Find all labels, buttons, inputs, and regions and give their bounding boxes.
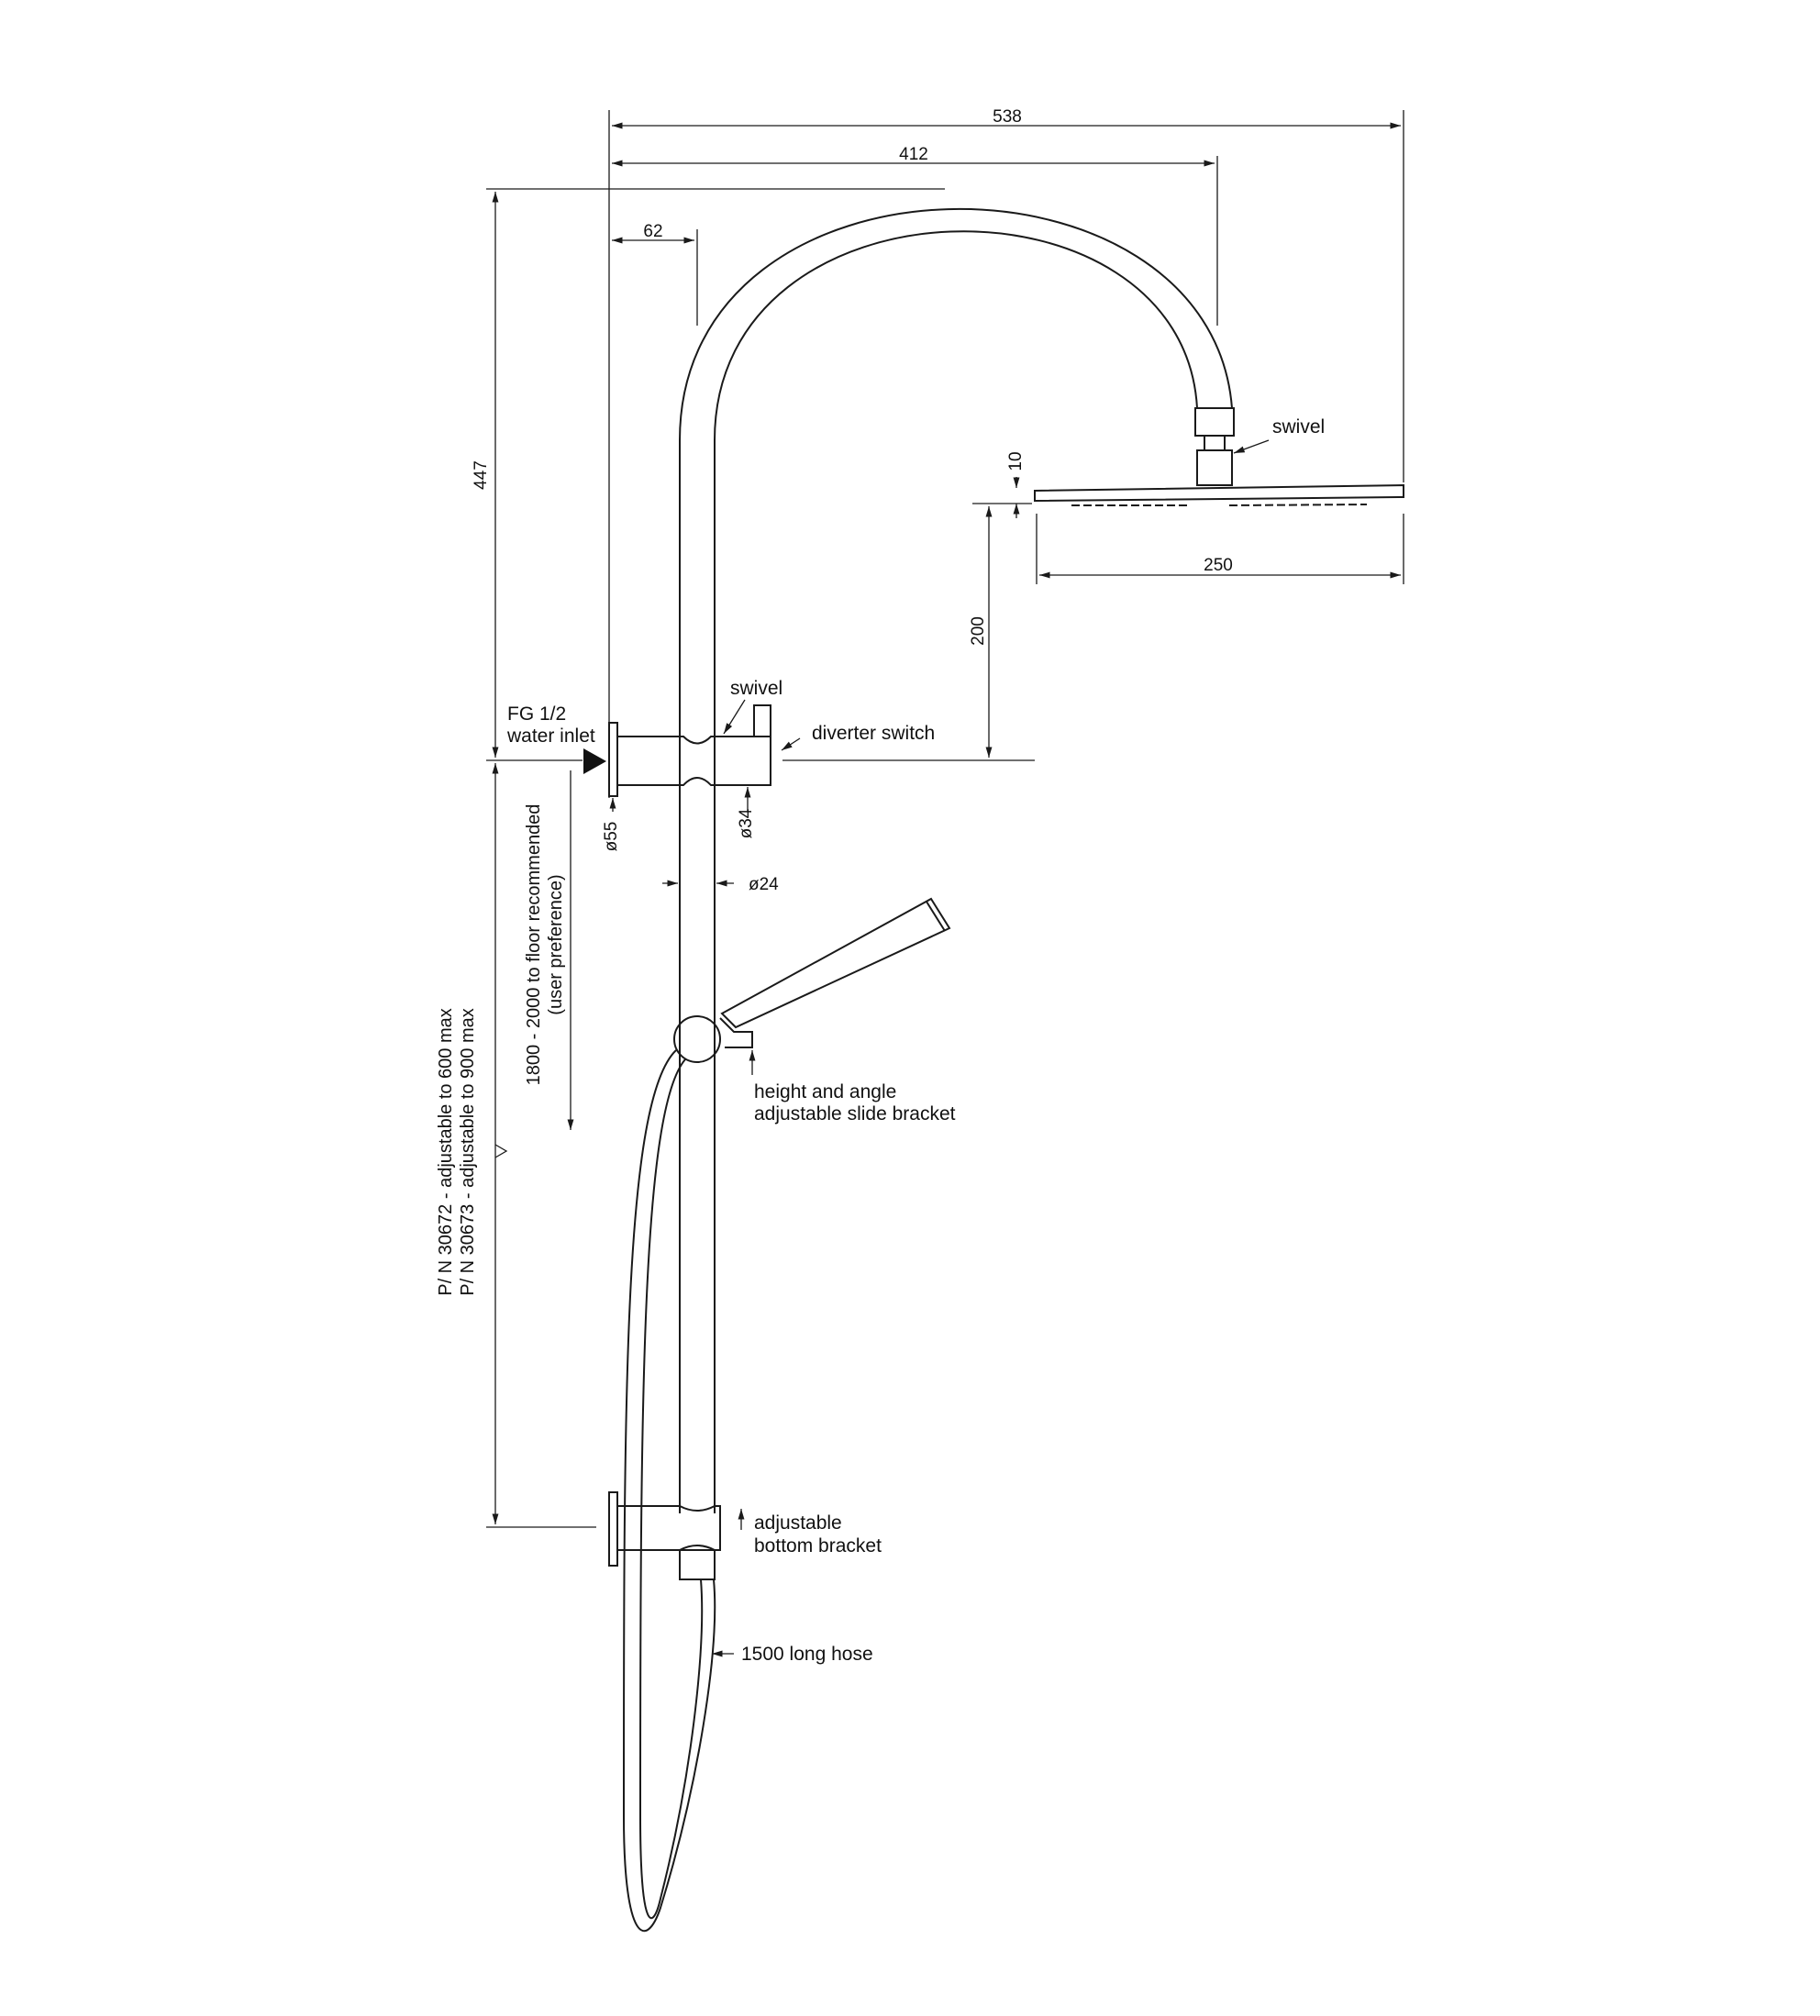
rail-end-cap <box>679 1549 716 1580</box>
head-mount-block <box>1196 449 1233 486</box>
vertical-notes: 1800 - 2000 to floor recommended (user p… <box>436 804 566 1296</box>
label-slide-line2: adjustable slide bracket <box>754 1103 956 1124</box>
dim-inlet-diameter: ø55 <box>602 822 621 852</box>
gooseneck-arm-outer <box>679 207 1233 1036</box>
bottom-bracket-body <box>616 1505 721 1551</box>
label-hose: 1500 long hose <box>741 1644 873 1665</box>
note-floor-line2: (user preference) <box>546 874 566 1014</box>
gooseneck-arm-inner <box>714 230 1198 1036</box>
dim-diverter-diameter: ø34 <box>737 808 756 838</box>
label-slide-line1: height and angle <box>754 1081 896 1102</box>
shower-assembly <box>608 207 1404 1933</box>
dim-head-width: 250 <box>1204 556 1233 575</box>
shower-head-plate <box>1034 483 1404 503</box>
note-pn-line1: P/ N 30672 - adjustable to 600 max <box>436 1008 456 1296</box>
label-bottom-line2: bottom bracket <box>754 1535 882 1556</box>
handshower <box>720 897 951 1029</box>
label-inlet-line1: FG 1/2 <box>507 703 566 725</box>
shower-head-nozzles <box>1071 504 1368 506</box>
slide-bracket-arm <box>719 1017 753 1048</box>
slide-bracket-ring <box>673 1015 721 1063</box>
water-inlet-arrow-icon <box>583 748 606 774</box>
hose-inner <box>638 1058 704 1920</box>
label-bottom-line1: adjustable <box>754 1512 842 1534</box>
note-pn-line2: P/ N 30673 - adjustable to 900 max <box>458 1008 478 1296</box>
label-inlet-line2: water inlet <box>506 726 595 747</box>
dim-head-thickness: 10 <box>1006 451 1026 471</box>
dim-overall-height: 447 <box>472 460 491 490</box>
label-leaders <box>712 439 1270 1657</box>
dim-arm-reach: 412 <box>899 145 928 164</box>
dim-arm-offset: 62 <box>643 222 662 241</box>
arm-end-collar <box>1194 407 1235 437</box>
head-swivel-joint <box>1204 435 1226 451</box>
hose-outer <box>622 1049 716 1933</box>
callout-labels: swivel swivel FG 1/2 water inlet diverte… <box>506 416 1325 1665</box>
diverter-body <box>616 736 771 786</box>
diverter-knob <box>753 704 771 737</box>
bottom-wall-flange <box>608 1491 618 1567</box>
inlet-wall-flange <box>608 722 618 797</box>
dim-head-drop: 200 <box>969 616 988 646</box>
dim-overall-width: 538 <box>993 107 1022 127</box>
dimension-lines <box>486 110 1404 1528</box>
label-diverter-switch: diverter switch <box>812 723 935 744</box>
dimension-values: 538 412 62 447 10 200 250 ø55 ø34 ø24 <box>472 107 1233 894</box>
label-swivel-top: swivel <box>1272 416 1325 438</box>
note-floor-line1: 1800 - 2000 to floor recommended <box>524 804 544 1086</box>
dim-rail-diameter: ø24 <box>749 875 779 894</box>
label-swivel-mid: swivel <box>730 678 782 699</box>
